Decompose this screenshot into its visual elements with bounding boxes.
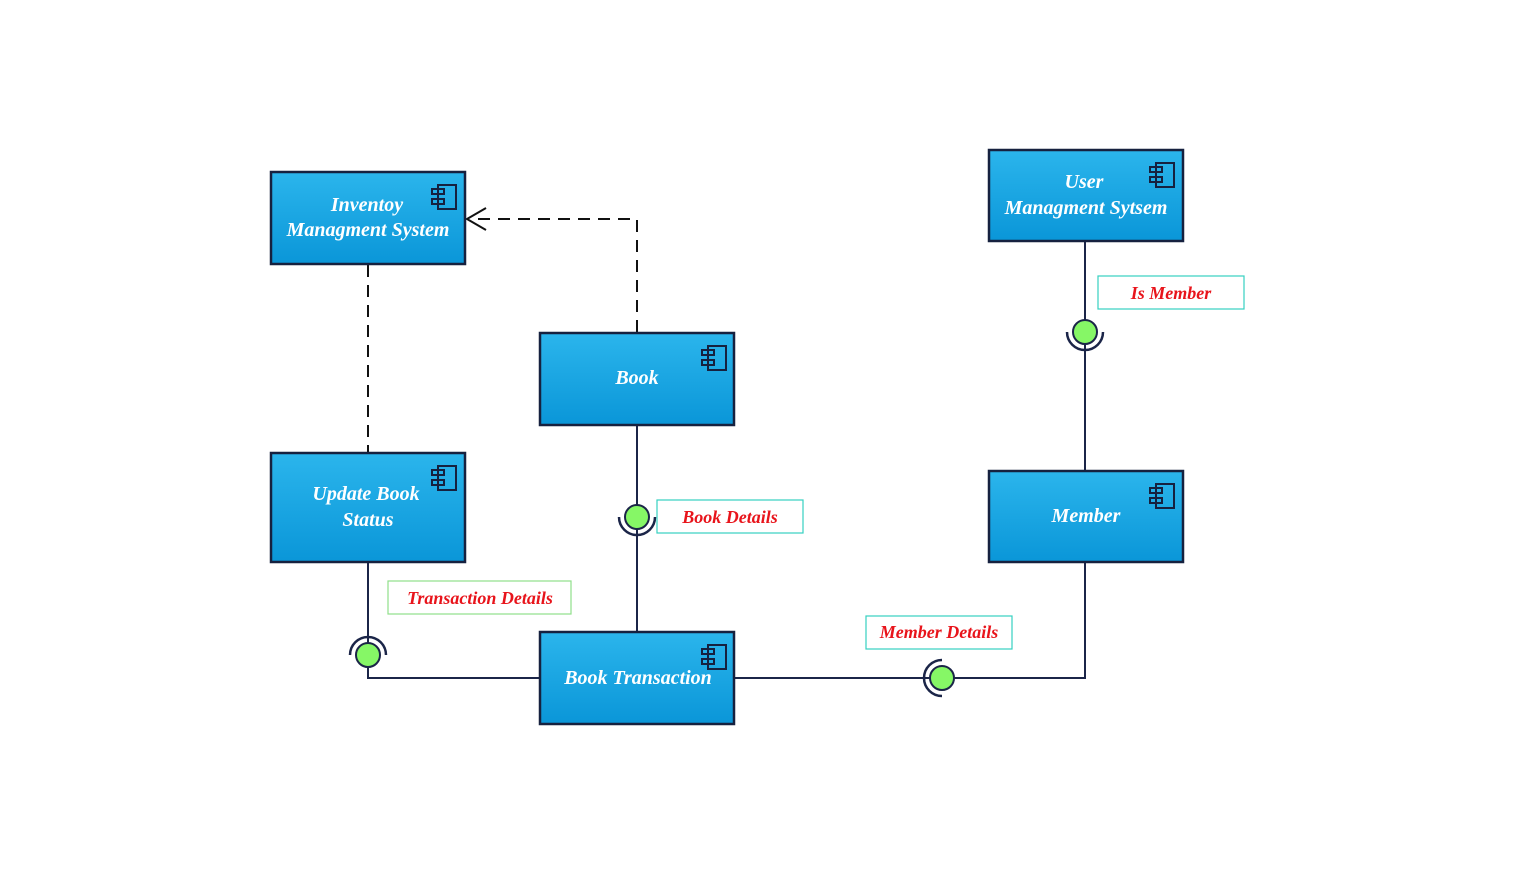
- book-label: Book: [614, 367, 658, 389]
- book-transaction-label: Book Transaction: [563, 667, 712, 689]
- book-details-text: Book Details: [681, 507, 778, 527]
- component-member[interactable]: Member: [987, 469, 1185, 564]
- interface-member-details-symbol[interactable]: [922, 658, 955, 698]
- interface-book-details-symbol[interactable]: [617, 504, 657, 537]
- inventory-label-line2: Managment System: [286, 219, 450, 241]
- interface-label-transaction-details: Transaction Details: [387, 580, 572, 615]
- user-mgmt-label-line2: Managment Sytsem: [1004, 197, 1168, 219]
- component-update-book-status[interactable]: Update Book Status: [269, 451, 467, 564]
- link-transaction-to-member[interactable]: [735, 563, 1086, 679]
- component-book[interactable]: Book: [538, 331, 736, 427]
- transaction-details-text: Transaction Details: [407, 588, 553, 608]
- interface-is-member-symbol[interactable]: [1065, 319, 1105, 352]
- component-user-managment-sytsem[interactable]: User Managment Sytsem: [987, 148, 1185, 243]
- inventory-label-line1: Inventoy: [330, 194, 403, 216]
- update-status-label-line2: Status: [342, 509, 393, 531]
- update-status-label-line1: Update Book: [312, 483, 419, 505]
- link-update-to-transaction[interactable]: [367, 563, 540, 679]
- interface-label-is-member: Is Member: [1097, 275, 1245, 310]
- interface-transaction-details-symbol[interactable]: [348, 635, 388, 668]
- dependency-book-to-inventory[interactable]: [470, 218, 638, 332]
- user-mgmt-label-line1: User: [1065, 171, 1104, 193]
- dependency-arrowhead: [465, 207, 487, 231]
- is-member-text: Is Member: [1130, 283, 1212, 303]
- component-book-transaction[interactable]: Book Transaction: [538, 630, 736, 726]
- interface-label-member-details: Member Details: [865, 615, 1013, 650]
- member-details-text: Member Details: [879, 622, 999, 642]
- member-label: Member: [1051, 505, 1121, 527]
- component-inventory-managment-system[interactable]: Inventoy Managment System: [269, 170, 467, 266]
- interface-label-book-details: Book Details: [656, 499, 804, 534]
